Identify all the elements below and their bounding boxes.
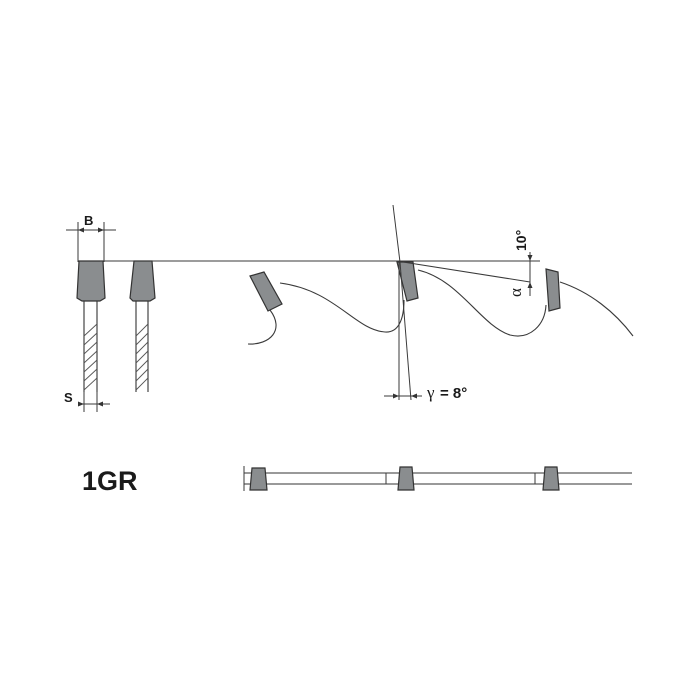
section-right <box>129 260 156 392</box>
gullet-curve-3 <box>417 269 547 337</box>
gullet-curve-4 <box>559 281 634 337</box>
hatching-left <box>83 323 98 391</box>
tooth-side-1 <box>249 271 283 312</box>
alpha-symbol: α <box>506 288 525 297</box>
gamma-symbol: γ <box>426 383 435 402</box>
gullet-curve-1 <box>247 309 277 345</box>
cross-section-views: B S <box>64 213 156 412</box>
gullet-curve-2 <box>279 282 405 333</box>
tooth-top-2 <box>397 466 415 491</box>
tooth-top-3 <box>542 466 560 491</box>
tooth-top-1 <box>249 467 268 491</box>
tooth-section-left <box>76 260 106 302</box>
section-left <box>76 260 106 392</box>
tooth-side-3 <box>545 268 561 312</box>
clearance-angle-value: 10° <box>513 230 529 251</box>
tooth-side-2 <box>396 261 419 302</box>
dimension-b: B <box>66 213 116 262</box>
dimension-b-label: B <box>84 213 93 228</box>
dimension-s: S <box>64 390 110 412</box>
tooth-section-right <box>129 260 156 302</box>
hatching-right <box>135 323 149 391</box>
clearance-angle-construction: 10° α <box>402 230 533 297</box>
dimension-s-label: S <box>64 390 73 405</box>
side-view: γ = 8° 10° α <box>100 204 634 402</box>
rake-angle-construction: γ = 8° <box>384 204 467 402</box>
rake-angle-value: = 8° <box>440 385 467 402</box>
top-view <box>243 466 632 491</box>
profile-code-label: 1GR <box>82 466 138 496</box>
